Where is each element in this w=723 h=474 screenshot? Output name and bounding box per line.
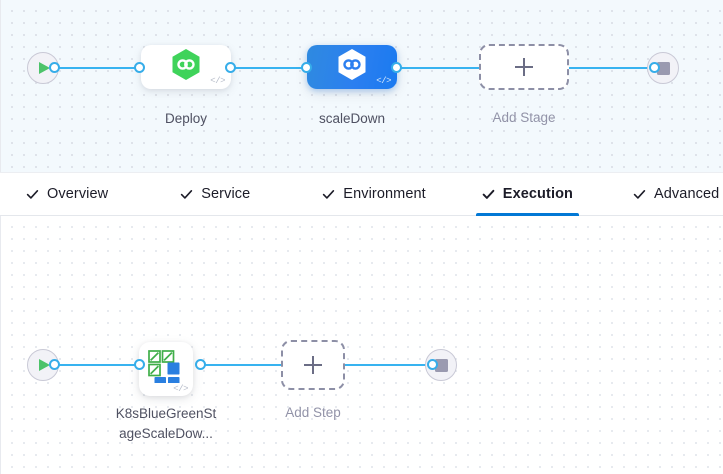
add-stage-button[interactable]: [479, 44, 569, 90]
port-steps-end-in[interactable]: [427, 359, 438, 370]
step-node-k8s-bluegreen-scaledown[interactable]: </>: [139, 342, 193, 396]
port-step-out[interactable]: [195, 359, 206, 370]
plus-icon: [304, 356, 322, 374]
step-label-line2: ageScaleDow...: [119, 426, 213, 441]
code-badge-icon[interactable]: </>: [173, 384, 188, 394]
edge-start-to-deploy: [53, 67, 149, 69]
harness-cd-hexagon-white-icon: [337, 48, 367, 86]
check-icon: [26, 188, 39, 201]
edge-deploy-to-scaledown: [223, 67, 309, 69]
stop-icon: [434, 358, 448, 372]
tab-label: Environment: [343, 185, 426, 202]
stop-icon: [656, 61, 670, 75]
code-badge-icon[interactable]: </>: [210, 76, 225, 86]
k8s-blue-green-squares-icon: [148, 350, 185, 389]
port-deploy-in[interactable]: [134, 62, 145, 73]
plus-icon: [515, 58, 533, 76]
add-step-label: Add Step: [285, 405, 341, 420]
tab-service[interactable]: Service: [166, 172, 264, 216]
harness-cd-hexagon-green-icon: [171, 48, 201, 86]
stage-node-scaledown[interactable]: </>: [307, 45, 397, 89]
add-stage-label: Add Stage: [492, 110, 556, 125]
edge-step-to-addstep: [201, 364, 281, 366]
port-step-in[interactable]: [134, 359, 145, 370]
port-start-out[interactable]: [49, 62, 60, 73]
play-icon: [39, 359, 50, 371]
check-icon: [180, 188, 193, 201]
execution-steps-canvas[interactable]: </> K8sBlueGreenSt ageScaleDow... Add St…: [0, 216, 723, 474]
tab-label: Advanced: [654, 185, 720, 202]
port-end-in[interactable]: [649, 62, 660, 73]
check-icon: [633, 188, 646, 201]
port-steps-start-out[interactable]: [49, 359, 60, 370]
edge-addstep-to-end: [345, 364, 431, 366]
stage-node-deploy[interactable]: </>: [141, 45, 231, 89]
tab-environment[interactable]: Environment: [308, 172, 440, 216]
port-scaledown-out[interactable]: [391, 62, 402, 73]
check-icon: [482, 188, 495, 201]
code-badge-icon[interactable]: </>: [376, 76, 391, 86]
tab-advanced[interactable]: Advanced: [619, 172, 723, 216]
tab-label: Service: [201, 185, 251, 202]
tab-overview[interactable]: Overview: [12, 172, 122, 216]
check-icon: [322, 188, 335, 201]
step-label-line1: K8sBlueGreenSt: [115, 406, 217, 421]
play-icon: [39, 62, 50, 74]
edge-scaledown-to-addstage: [397, 67, 479, 69]
tab-execution[interactable]: Execution: [468, 172, 587, 216]
stage-label-deploy: Deploy: [164, 111, 208, 126]
port-scaledown-in[interactable]: [301, 62, 312, 73]
step-label-k8s-bluegreen-scaledown: K8sBlueGreenSt ageScaleDow...: [106, 404, 226, 444]
edge-start-to-step: [53, 364, 149, 366]
stage-label-scaledown: scaleDown: [318, 111, 386, 126]
stage-config-tabs[interactable]: Overview Service Environment Execution A…: [0, 172, 723, 216]
tab-label: Execution: [502, 185, 573, 202]
port-deploy-out[interactable]: [225, 62, 236, 73]
add-step-button[interactable]: [281, 340, 345, 390]
stage-pipeline-canvas[interactable]: </> Deploy </> scaleDown Add Stage: [0, 0, 723, 172]
tab-label: Overview: [47, 185, 109, 202]
edge-addstage-to-end: [567, 67, 655, 69]
